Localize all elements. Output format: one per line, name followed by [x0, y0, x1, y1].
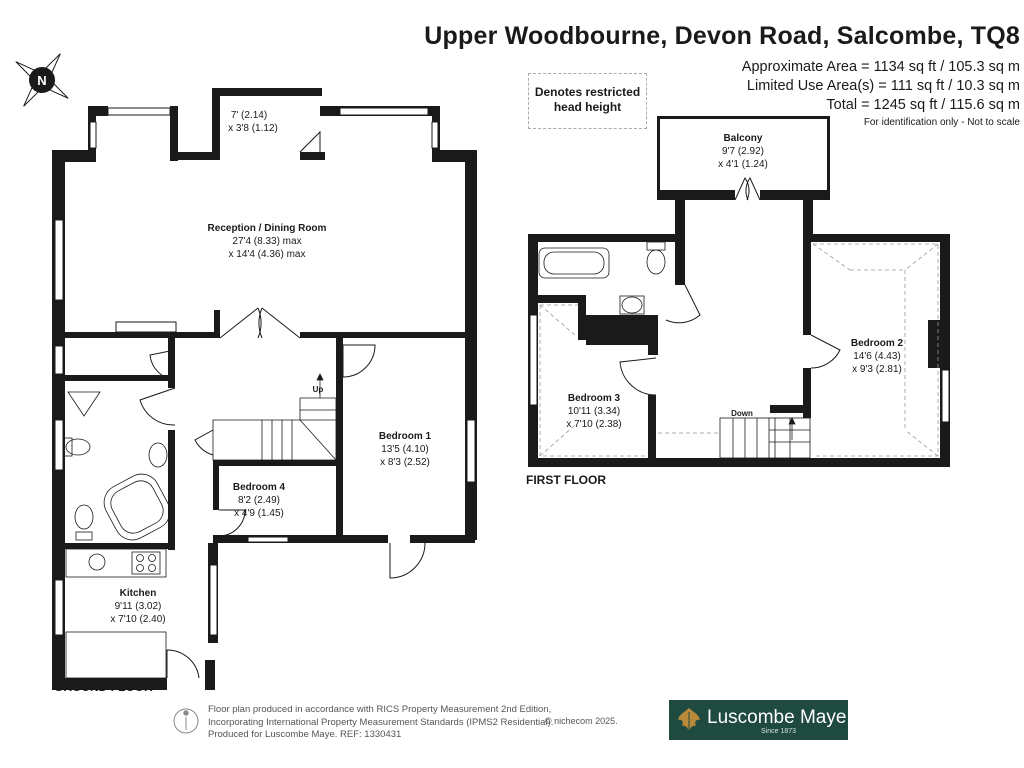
- first-floor-fixtures: [538, 241, 666, 315]
- balcony-name: Balcony: [724, 133, 763, 144]
- logo-name: Luscombe Maye: [707, 707, 847, 728]
- bedroom1-dim1: 13'5 (4.10): [381, 444, 429, 455]
- kitchen-dim1: 9'11 (3.02): [115, 601, 162, 612]
- first-floor-windows: [529, 314, 950, 423]
- area-summary: Approximate Area = 1134 sq ft / 105.3 sq…: [742, 58, 1020, 115]
- kitchen-fixtures: [65, 548, 167, 679]
- up-label: Up: [313, 385, 324, 394]
- compass-icon: [15, 53, 69, 107]
- ground-floor-windows: [54, 107, 476, 636]
- footer-line-2: Incorporating International Property Mea…: [208, 716, 554, 728]
- bay-dim1: 7' (2.14): [231, 110, 267, 121]
- kitchen-dim2: x 7'10 (2.40): [110, 614, 165, 625]
- approx-area: Approximate Area = 1134 sq ft / 105.3 sq…: [741, 59, 1020, 75]
- first-floor-label: FIRST FLOOR: [526, 473, 606, 487]
- identification-note: For identification only - Not to scale: [863, 117, 1020, 128]
- person-icon: [173, 708, 199, 734]
- kitchen-name: Kitchen: [120, 588, 157, 599]
- bedroom3-name: Bedroom 3: [568, 393, 621, 404]
- balcony-dim2: x 4'1 (1.24): [718, 159, 768, 170]
- ground-stairs: [212, 373, 337, 461]
- reception-dim2: x 14'4 (4.36) max: [229, 249, 306, 260]
- page-title: Upper Woodbourne, Devon Road, Salcombe, …: [424, 22, 1020, 50]
- first-stairs: [719, 417, 811, 459]
- bedroom3-dim2: x 7'10 (2.38): [566, 419, 621, 430]
- restricted-height-legend: Denotes restricted head height: [528, 73, 647, 129]
- ground-floor-walls: [52, 88, 477, 690]
- bedroom4-dim1: 8'2 (2.49): [238, 495, 280, 506]
- bath-fixtures: [63, 391, 171, 541]
- leaf-icon: [678, 708, 700, 733]
- bedroom1-dim2: x 8'3 (2.52): [380, 457, 430, 468]
- first-floor-doors: [619, 177, 841, 396]
- legend-line-1: Denotes restricted: [534, 85, 641, 99]
- ground-floor-labels: Reception / Dining Room 27'4 (8.33) max …: [110, 110, 431, 625]
- down-label: Down: [731, 409, 753, 418]
- legend-line-2: head height: [553, 100, 622, 114]
- total-area: Total = 1245 sq ft / 115.6 sq m: [826, 97, 1020, 113]
- bay-dim2: x 3'8 (1.12): [228, 123, 278, 134]
- footer-line-1: Floor plan produced in accordance with R…: [208, 704, 552, 715]
- nichecom-credit: © nichecom 2025.: [545, 716, 618, 726]
- ground-floor-doors: [139, 130, 426, 679]
- compass-n: N: [37, 73, 46, 88]
- restricted-areas: [539, 243, 939, 457]
- limited-use-area: Limited Use Area(s) = 111 sq ft / 10.3 s…: [746, 78, 1020, 94]
- logo-since: Since 1873: [761, 728, 797, 735]
- bedroom2-name: Bedroom 2: [851, 338, 904, 349]
- balcony-dim1: 9'7 (2.92): [722, 146, 764, 157]
- reception-name: Reception / Dining Room: [208, 223, 327, 234]
- footer-notes: Floor plan produced in accordance with R…: [208, 704, 553, 742]
- bedroom4-dim2: x 4'9 (1.45): [234, 508, 284, 519]
- bedroom3-dim1: 10'11 (3.34): [568, 406, 620, 417]
- bedroom4-name: Bedroom 4: [233, 482, 286, 493]
- reception-dim1: 27'4 (8.33) max: [232, 236, 301, 247]
- bedroom2-dim1: 14'6 (4.43): [853, 351, 901, 362]
- bedroom2-dim2: x 9'3 (2.81): [852, 364, 902, 375]
- bedroom1-name: Bedroom 1: [379, 431, 432, 442]
- footer-line-3: Produced for Luscombe Maye. REF: 1330431: [208, 729, 402, 740]
- ground-floor-label: GROUND FLOOR: [54, 680, 153, 694]
- first-floor-labels: Balcony 9'7 (2.92) x 4'1 (1.24) Bedroom …: [566, 133, 903, 430]
- luscombe-maye-logo: Luscombe Maye Since 1873: [669, 700, 848, 740]
